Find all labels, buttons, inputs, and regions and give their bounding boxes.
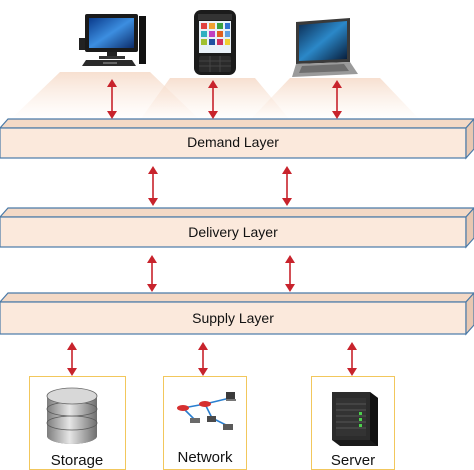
arrow-delivery-supply-right [285,255,295,292]
mobile-phone-icon [194,10,236,75]
arrow-laptop-demand [332,80,342,119]
laptop-icon [292,18,358,77]
arrow-supply-storage [67,342,77,376]
storage-label: Storage [50,452,104,469]
server-label: Server [330,452,376,469]
demand-layer-bar [0,118,474,160]
device-glow [250,78,420,120]
device-glow [140,78,290,120]
arrow-delivery-supply-left [147,255,157,292]
arrow-supply-network [198,342,208,376]
desktop-computer-icon [79,14,146,66]
arrow-mobile-demand [208,80,218,119]
delivery-layer-label: Delivery Layer [188,224,278,240]
network-label: Network [177,449,233,466]
delivery-layer-bar [0,207,474,249]
arrow-demand-delivery-left [148,166,158,206]
arrow-demand-delivery-right [282,166,292,206]
arrow-desktop-demand [107,79,117,119]
arrow-supply-server [347,342,357,376]
supply-layer-bar [0,292,474,336]
supply-layer-label: Supply Layer [192,310,274,326]
demand-layer-label: Demand Layer [187,134,279,150]
